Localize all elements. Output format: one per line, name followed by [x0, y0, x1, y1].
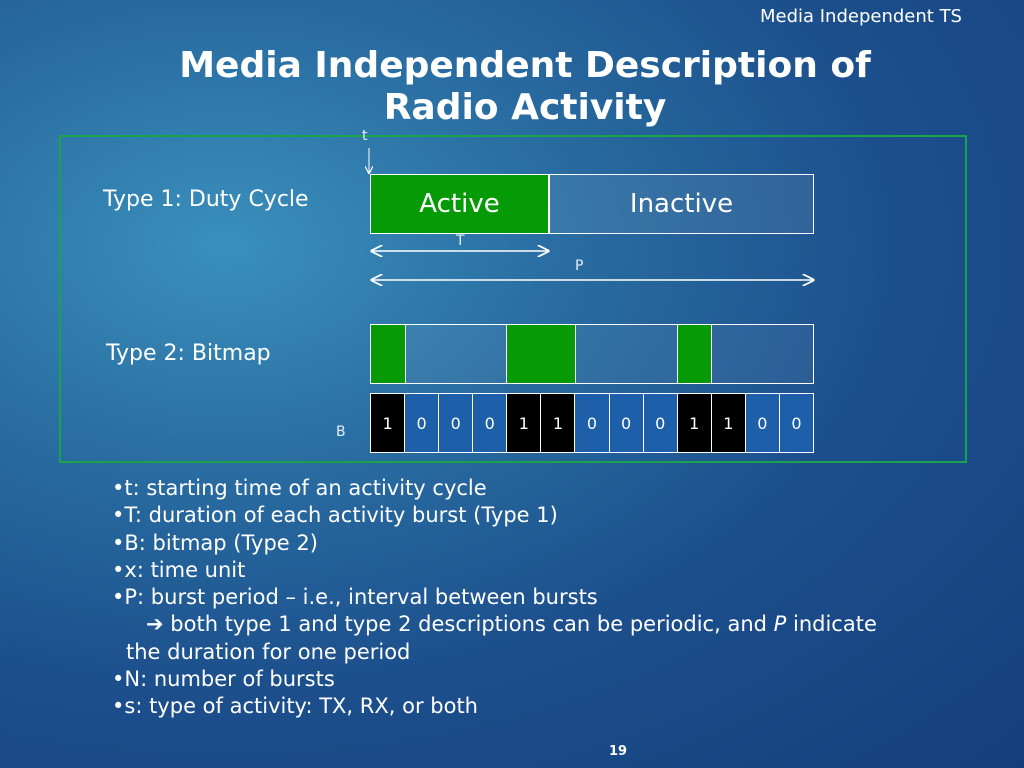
legend-note-line2: the duration for one period: [126, 639, 411, 664]
note-em: P: [773, 612, 787, 637]
legend-item: •P: burst period – i.e., interval betwee…: [112, 585, 598, 610]
note-suffix: indicate: [786, 612, 877, 637]
bit-cell: 0: [575, 394, 610, 452]
legend-item: •t: starting time of an activity cycle: [112, 476, 487, 500]
bitmap-bar: [370, 324, 814, 384]
bitmap-segment-inactive: [405, 325, 508, 383]
P-label: P: [575, 258, 584, 274]
bit-cell: 0: [405, 394, 440, 452]
type1-label: Type 1: Duty Cycle: [103, 187, 309, 212]
bit-cell: 0: [745, 394, 780, 452]
bit-cell: 1: [711, 394, 746, 452]
bitmap-segment-inactive: [575, 325, 678, 383]
active-box: Active: [370, 174, 549, 234]
bit-cell: 0: [609, 394, 644, 452]
bit-cell: 1: [371, 394, 406, 452]
T-label: T: [456, 233, 465, 249]
bit-cell: 0: [779, 394, 814, 452]
right-arrow-icon: ➔: [146, 612, 164, 637]
bit-cell: 1: [541, 394, 576, 452]
legend-note: ➔ both type 1 and type 2 descriptions ca…: [112, 611, 877, 638]
bitmap-segment-active: [507, 325, 576, 383]
legend-list: •t: starting time of an activity cycle •…: [112, 475, 877, 721]
legend-item: •x: time unit: [112, 557, 246, 582]
note-text: both type 1 and type 2 descriptions can …: [170, 612, 774, 637]
legend-item: •T: duration of each activity burst (Typ…: [112, 503, 558, 528]
B-label: B: [336, 424, 346, 440]
title-line-1: Media Independent Description of: [179, 45, 871, 86]
title-line-2: Radio Activity: [383, 87, 667, 128]
inactive-box: Inactive: [549, 174, 814, 234]
bit-cell: 0: [473, 394, 508, 452]
bit-cell: 1: [677, 394, 712, 452]
bitmap-segment-inactive: [712, 325, 813, 383]
type2-label: Type 2: Bitmap: [106, 341, 271, 366]
t-marker-label: t: [362, 128, 368, 144]
page-number: 19: [609, 744, 628, 759]
bit-cell: 0: [439, 394, 474, 452]
bit-cell: 1: [507, 394, 542, 452]
slide-title: Media Independent Description of Radio A…: [0, 45, 1024, 129]
legend-item: •N: number of bursts: [112, 667, 335, 692]
diagram-panel: [59, 135, 967, 463]
legend-item: •B: bitmap (Type 2): [112, 530, 318, 555]
bit-cell: 0: [643, 394, 678, 452]
header-label: Media Independent TS: [759, 6, 962, 27]
bitmap-segment-active: [677, 325, 713, 383]
legend-item: •s: type of activity: TX, RX, or both: [112, 694, 478, 719]
bitmap-segment-active: [371, 325, 406, 383]
